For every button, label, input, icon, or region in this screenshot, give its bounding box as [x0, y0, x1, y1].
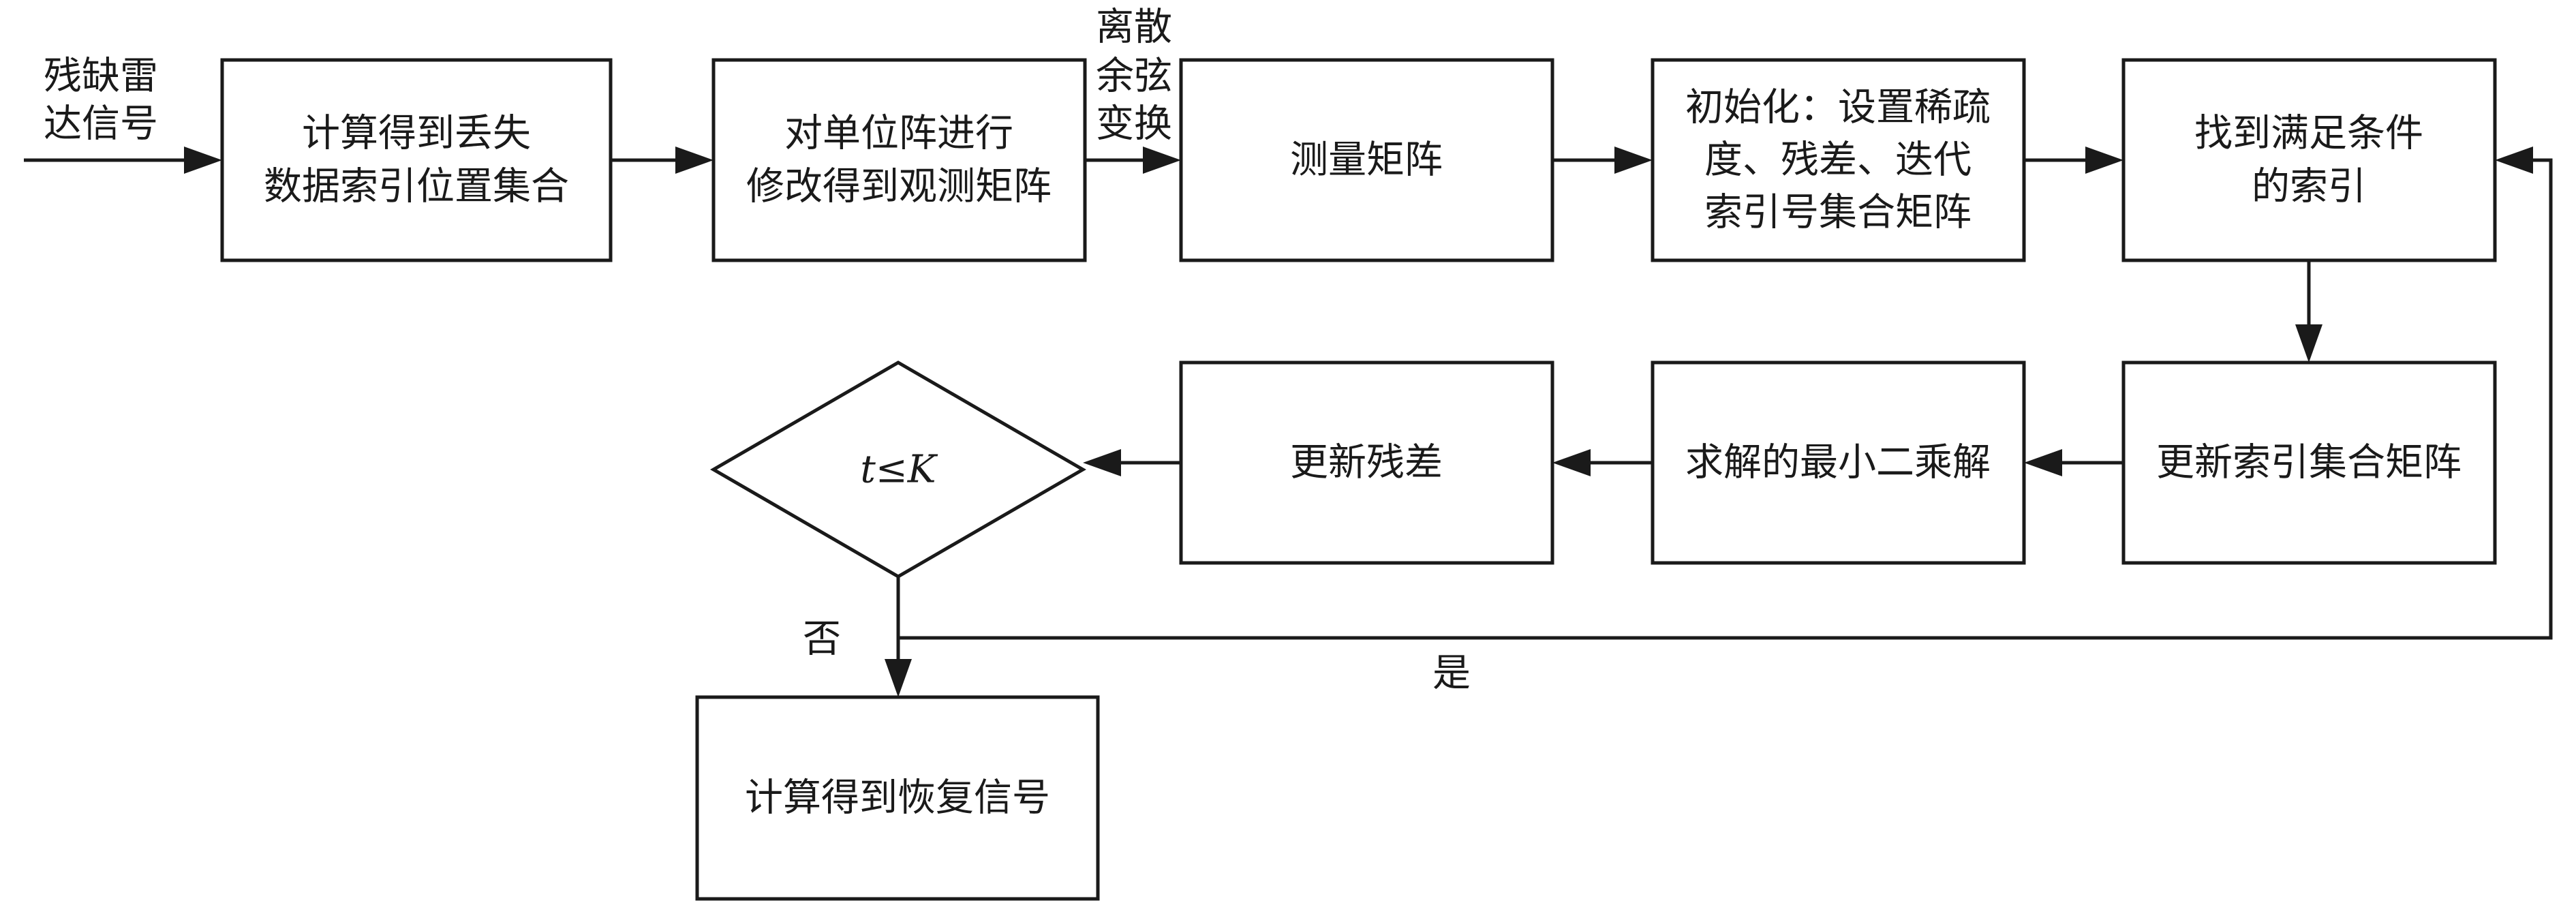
node-find-index-line-1: 找到满足条件: [2194, 112, 2423, 156]
input-label-line-2: 达信号: [44, 102, 158, 147]
edge-compute-to-modify: [611, 147, 714, 174]
edge-condition-no-to-recover: [885, 577, 912, 697]
node-find-index: 找到满足条件 的索引: [2121, 58, 2497, 262]
node-least-squares: 求解的最小二乘解: [1651, 361, 2026, 565]
input-label-line-1: 残缺雷: [44, 55, 158, 99]
node-measurement-matrix: 测量矩阵: [1179, 58, 1554, 262]
node-compute-missing-index: 计算得到丢失 数据索引位置集合: [220, 58, 613, 262]
edge-label-no: 否: [803, 617, 841, 662]
node-measurement-matrix-label: 测量矩阵: [1290, 138, 1443, 183]
dct-label-line-2: 余弦: [1096, 55, 1172, 99]
dct-label-line-1: 离散: [1096, 5, 1172, 50]
node-update-residual-label: 更新残差: [1290, 441, 1443, 485]
node-initialize-line-1: 初始化：设置稀疏: [1685, 86, 1991, 130]
edge-update-index-to-least-squares: [2024, 449, 2123, 476]
node-update-index-set-label: 更新索引集合矩阵: [2156, 441, 2462, 485]
node-update-residual: 更新残差: [1179, 361, 1554, 565]
edge-label-yes: 是: [1432, 651, 1471, 696]
node-initialize-line-3: 索引号集合矩阵: [1704, 191, 1972, 235]
dct-label: 离散 余弦 变换: [1096, 5, 1172, 147]
edge-condition-yes-loop-to-find: [898, 147, 2553, 640]
edge-update-residual-to-condition: [1083, 449, 1181, 476]
edge-measure-to-initialize: [1552, 147, 1653, 174]
node-modify-identity-matrix-line-2: 修改得到观测矩阵: [746, 165, 1052, 209]
edge-input-to-compute: [24, 147, 222, 174]
node-least-squares-label: 求解的最小二乘解: [1685, 441, 1991, 485]
node-modify-identity-matrix: 对单位阵进行 修改得到观测矩阵: [711, 58, 1087, 262]
node-initialize-line-2: 度、残差、迭代: [1704, 138, 1972, 183]
node-recover-signal-label: 计算得到恢复信号: [745, 776, 1050, 820]
node-initialize: 初始化：设置稀疏 度、残差、迭代 索引号集合矩阵: [1651, 58, 2026, 262]
edge-modify-to-measure: [1085, 147, 1181, 174]
node-compute-missing-index-line-1: 计算得到丢失: [302, 112, 531, 156]
node-recover-signal: 计算得到恢复信号: [695, 695, 1100, 901]
edge-initialize-to-find: [2024, 147, 2123, 174]
node-modify-identity-matrix-line-1: 对单位阵进行: [784, 112, 1013, 156]
node-update-index-set: 更新索引集合矩阵: [2121, 361, 2497, 565]
node-condition-decision: t≤K: [710, 361, 1086, 579]
node-condition-label: t≤K: [860, 448, 938, 492]
dct-label-line-3: 变换: [1096, 102, 1172, 147]
node-compute-missing-index-line-2: 数据索引位置集合: [264, 165, 569, 209]
input-label: 残缺雷 达信号: [44, 55, 158, 147]
edge-find-to-update-index: [2295, 260, 2322, 363]
edge-least-squares-to-update-residual: [1552, 449, 1653, 476]
node-find-index-line-2: 的索引: [2252, 165, 2366, 209]
